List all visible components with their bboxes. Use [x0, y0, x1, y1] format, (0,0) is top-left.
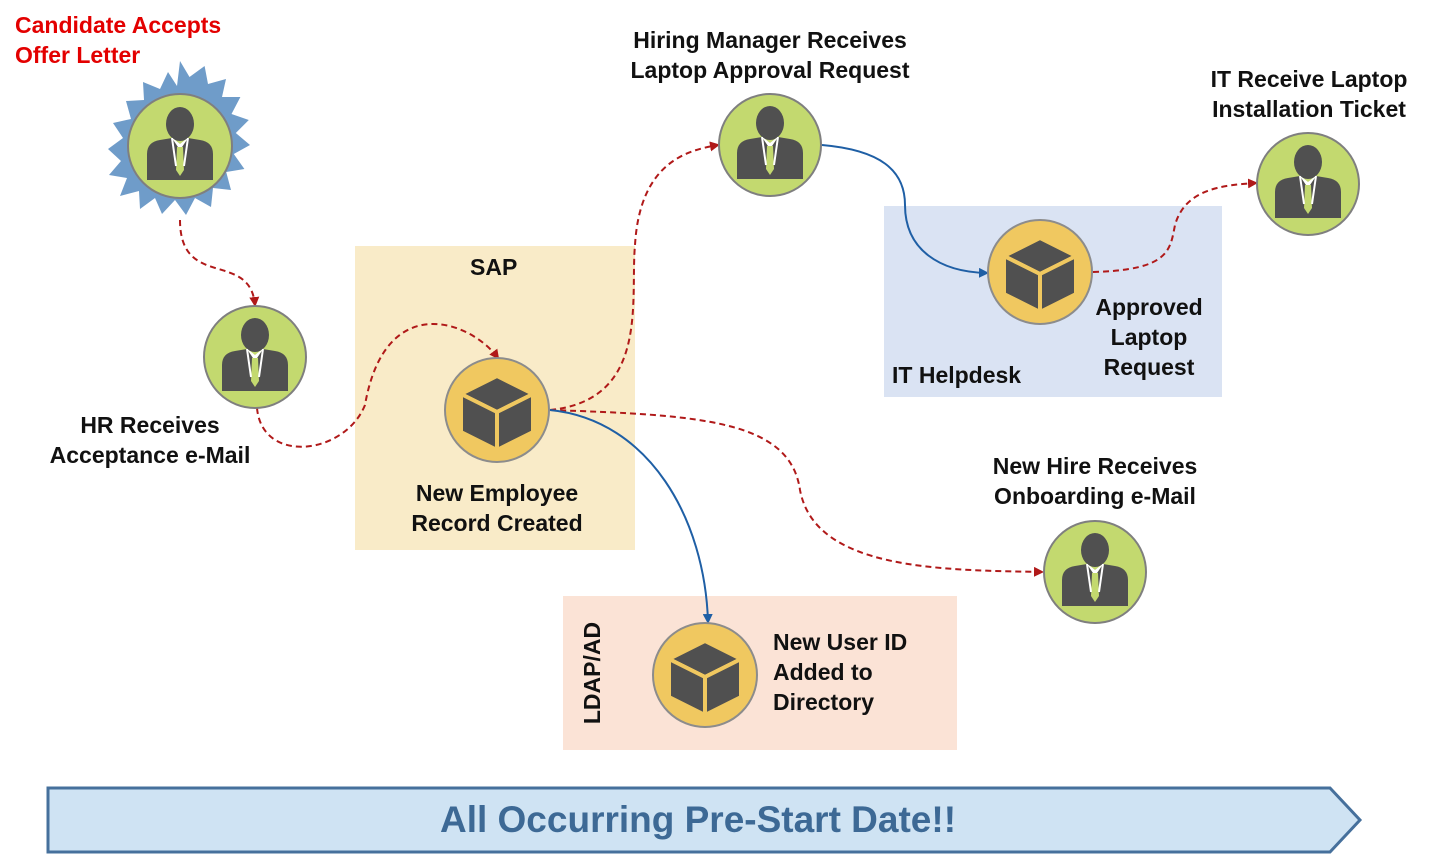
new-employee-node	[444, 357, 550, 463]
approved-laptop-label: Approved Laptop Request	[1095, 292, 1202, 382]
hiring-manager-label: Hiring Manager Receives Laptop Approval …	[631, 25, 910, 85]
hiring-manager-label-line-1: Hiring Manager Receives	[633, 27, 907, 53]
arrow-hiring-manager-to-helpdesk	[821, 144, 989, 278]
new-user-id-label: New User ID Added to Directory	[773, 627, 907, 717]
it-ticket-label-line-2: Installation Ticket	[1212, 96, 1406, 122]
arrow-sap-to-new-hire	[549, 409, 1044, 577]
it-helpdesk-region-label: IT Helpdesk	[892, 362, 1022, 388]
candidate-label: Candidate Accepts Offer Letter	[15, 10, 221, 70]
arrow-sap-to-hiring-manager	[549, 141, 720, 411]
it-ticket-label: IT Receive Laptop Installation Ticket	[1211, 64, 1408, 124]
ldap-region	[563, 596, 957, 750]
approved-laptop-node	[987, 219, 1093, 325]
new-hire-node	[1043, 520, 1147, 624]
new-hire-label-line-1: New Hire Receives	[992, 453, 1198, 479]
it-ticket-label-line-1: IT Receive Laptop	[1210, 66, 1408, 92]
candidate-label-line-2: Offer Letter	[15, 42, 141, 68]
banner-arrow-shape	[46, 786, 1363, 854]
new-user-id-label-line-2: Added to	[773, 659, 873, 685]
arrow-sap-to-ldap	[549, 409, 713, 624]
sap-region-label: SAP	[470, 254, 518, 280]
new-user-id-node	[652, 622, 758, 728]
new-hire-label-line-2: Onboarding e-Mail	[994, 483, 1196, 509]
arrow-candidate-to-hr	[179, 219, 260, 307]
new-employee-label: New Employee Record Created	[411, 478, 582, 538]
box-icon	[667, 639, 743, 717]
approved-laptop-label-line-1: Approved	[1095, 294, 1203, 320]
it-ticket-node	[1256, 132, 1360, 236]
hr-label-line-1: HR Receives	[80, 412, 220, 438]
new-employee-label-line-2: Record Created	[411, 510, 583, 536]
hiring-manager-node	[718, 93, 822, 197]
banner-text: All Occurring Pre-Start Date!!	[439, 799, 957, 840]
new-user-id-label-line-3: Directory	[773, 689, 874, 715]
candidate-node	[108, 61, 250, 215]
box-icon	[1002, 236, 1078, 314]
box-icon	[459, 374, 535, 452]
hr-node	[203, 305, 307, 409]
hr-label: HR Receives Acceptance e-Mail	[50, 410, 251, 470]
approved-laptop-label-line-3: Request	[1103, 354, 1195, 380]
hr-label-line-2: Acceptance e-Mail	[49, 442, 251, 468]
arrow-hr-to-sap	[256, 323, 500, 448]
candidate-label-line-1: Candidate Accepts	[15, 12, 222, 38]
hiring-manager-label-line-2: Laptop Approval Request	[630, 57, 910, 83]
new-user-id-label-line-1: New User ID	[773, 629, 908, 655]
approved-laptop-label-line-2: Laptop	[1110, 324, 1188, 350]
arrow-helpdesk-to-it-ticket	[1092, 178, 1258, 273]
new-employee-label-line-1: New Employee	[415, 480, 579, 506]
new-hire-label: New Hire Receives Onboarding e-Mail	[993, 451, 1198, 511]
